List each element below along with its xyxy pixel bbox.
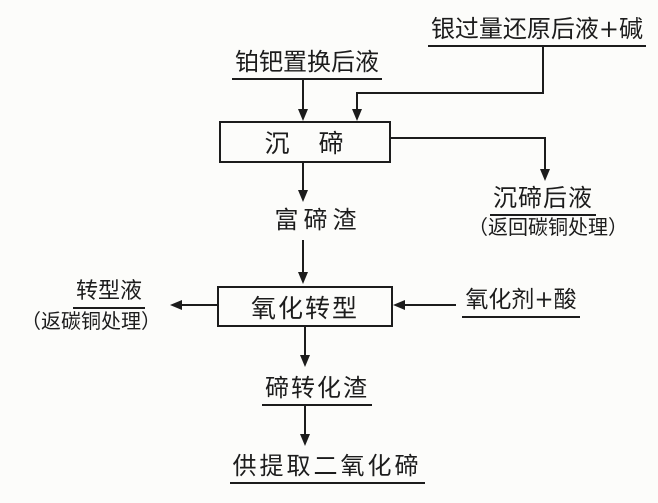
arrowhead-down-icon (540, 169, 550, 181)
te-conversion-slag-text: 碲转化渣 (262, 374, 372, 407)
connector-silver-vertical (542, 45, 544, 94)
connector-oxidation-left (182, 304, 217, 306)
connector-slag-to-oxidation (302, 240, 304, 273)
silver-reduction-solution-text: 银过量还原后液+碱 (427, 15, 647, 48)
label-silver-reduction-solution: 银过量还原后液+碱 (420, 15, 654, 48)
label-te-conversion-slag: 碲转化渣 (250, 374, 384, 407)
label-post-precipitation-note: （返回碳铜处理） (460, 215, 636, 240)
connector-oxidation-to-conversion (304, 327, 306, 356)
post-precipitation-solution-text: 沉碲后液 (490, 184, 596, 217)
label-transformation-note: （返碳铜处理） (8, 309, 174, 334)
te-precipitation-text: 沉 碲 (264, 129, 346, 158)
post-precipitation-note-text: （返回碳铜处理） (468, 215, 628, 239)
connector-silver-drop (356, 92, 358, 111)
label-oxidant-acid: 氧化剂+酸 (456, 287, 586, 319)
connector-ptpd-to-precipitation (302, 80, 304, 110)
connector-precipitation-to-slag (302, 163, 304, 191)
label-pt-pd-replacement-solution: 铂钯置换后液 (226, 48, 388, 81)
connector-silver-horizontal (356, 92, 544, 94)
arrowhead-down-icon (352, 109, 362, 121)
te-rich-slag-text: 富碲渣 (274, 206, 362, 234)
oxidant-acid-text: 氧化剂+酸 (462, 287, 580, 319)
label-transformation-solution: 转型液 (70, 279, 148, 309)
connector-conversion-to-final (304, 404, 306, 435)
connector-precipitation-right (391, 137, 546, 139)
transformation-note-text: （返碳铜处理） (21, 309, 161, 333)
connector-precipitation-right-drop (544, 137, 546, 170)
arrowhead-down-icon (300, 355, 310, 367)
arrowhead-down-icon (298, 109, 308, 121)
connector-oxidant-to-oxidation (405, 304, 456, 306)
process-box-oxidation-transformation: 氧化转型 (217, 286, 393, 327)
oxidation-transformation-text: 氧化转型 (250, 293, 359, 323)
arrowhead-left-icon (393, 300, 405, 310)
arrowhead-down-icon (300, 434, 310, 446)
label-final-output: 供提取二氧化碲 (216, 452, 438, 485)
arrowhead-down-icon (298, 190, 308, 202)
arrowhead-left-icon (170, 300, 182, 310)
transformation-solution-text: 转型液 (72, 279, 145, 309)
label-te-rich-slag: 富碲渣 (259, 206, 377, 234)
arrowhead-down-icon (298, 272, 308, 284)
process-box-te-precipitation: 沉 碲 (219, 121, 391, 163)
label-post-precipitation-solution: 沉碲后液 (478, 184, 608, 217)
final-output-text: 供提取二氧化碲 (229, 452, 425, 485)
pt-pd-replacement-solution-text: 铂钯置换后液 (232, 48, 382, 81)
